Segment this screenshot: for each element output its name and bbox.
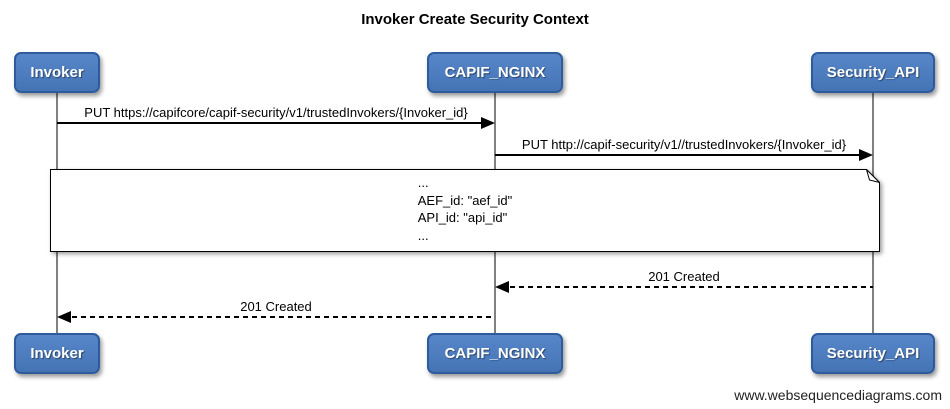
message-4-arrowhead-icon bbox=[57, 311, 71, 323]
actor-capif-nginx-top: CAPIF_NGINX bbox=[427, 52, 563, 93]
message-1-line bbox=[57, 122, 482, 124]
message-2-line bbox=[495, 154, 860, 156]
message-3-line bbox=[510, 286, 873, 288]
note-shape bbox=[50, 169, 880, 252]
message-4-line bbox=[72, 316, 495, 318]
message-1-arrowhead-icon bbox=[481, 117, 495, 129]
watermark-url: www.websequencediagrams.com bbox=[734, 387, 942, 403]
note-line: ... bbox=[417, 227, 429, 243]
message-3-arrowhead-icon bbox=[495, 281, 509, 293]
actor-security-api-top: Security_API bbox=[811, 52, 935, 93]
message-4-label: 201 Created bbox=[240, 299, 312, 314]
note-line: API_id: "api_id" bbox=[417, 210, 508, 225]
note: ... AEF_id: "aef_id" API_id: "api_id" ..… bbox=[50, 169, 880, 252]
actor-capif-nginx-bottom: CAPIF_NGINX bbox=[427, 333, 563, 374]
actor-security-api-bottom: Security_API bbox=[811, 333, 935, 374]
note-line: ... bbox=[417, 175, 429, 190]
actor-invoker-bottom: Invoker bbox=[14, 333, 100, 374]
message-2-arrowhead-icon bbox=[859, 149, 873, 161]
note-text: ... AEF_id: "aef_id" API_id: "api_id" ..… bbox=[50, 169, 880, 252]
message-1-label: PUT https://capifcore/capif-security/v1/… bbox=[84, 105, 468, 120]
message-3-label: 201 Created bbox=[648, 269, 720, 284]
message-2-label: PUT http://capif-security/v1//trustedInv… bbox=[521, 137, 847, 152]
note-line: AEF_id: "aef_id" bbox=[417, 192, 513, 208]
actor-invoker-top: Invoker bbox=[14, 52, 100, 93]
diagram-title: Invoker Create Security Context bbox=[361, 11, 589, 28]
